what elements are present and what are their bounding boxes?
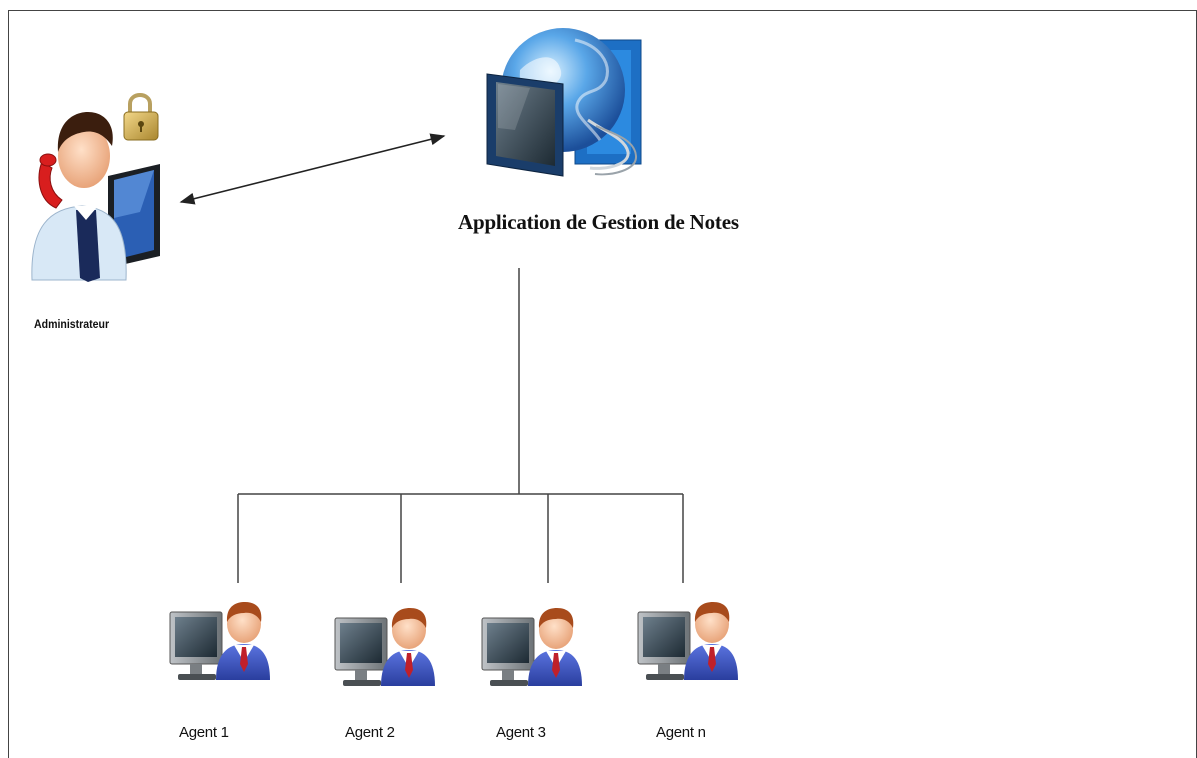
agent-workstation-icon-2 bbox=[334, 607, 436, 687]
globe-monitor-icon bbox=[486, 28, 642, 177]
administrator-icon bbox=[31, 112, 160, 282]
agent-label-3: Agent 3 bbox=[496, 724, 546, 741]
administrator-label: Administrateur bbox=[34, 317, 110, 331]
agent-label-n: Agent n bbox=[656, 724, 706, 741]
agent-workstation-icon-n bbox=[637, 601, 739, 681]
agent-workstation-icon-1 bbox=[169, 601, 271, 681]
padlock-icon bbox=[123, 93, 159, 141]
connector-lines bbox=[237, 268, 684, 583]
app-title: Application de Gestion de Notes bbox=[458, 210, 739, 234]
agent-label-2: Agent 2 bbox=[345, 724, 395, 741]
agent-label-1: Agent 1 bbox=[179, 724, 229, 741]
admin-app-arrow bbox=[179, 133, 446, 205]
agent-workstation-icon-3 bbox=[481, 607, 583, 687]
